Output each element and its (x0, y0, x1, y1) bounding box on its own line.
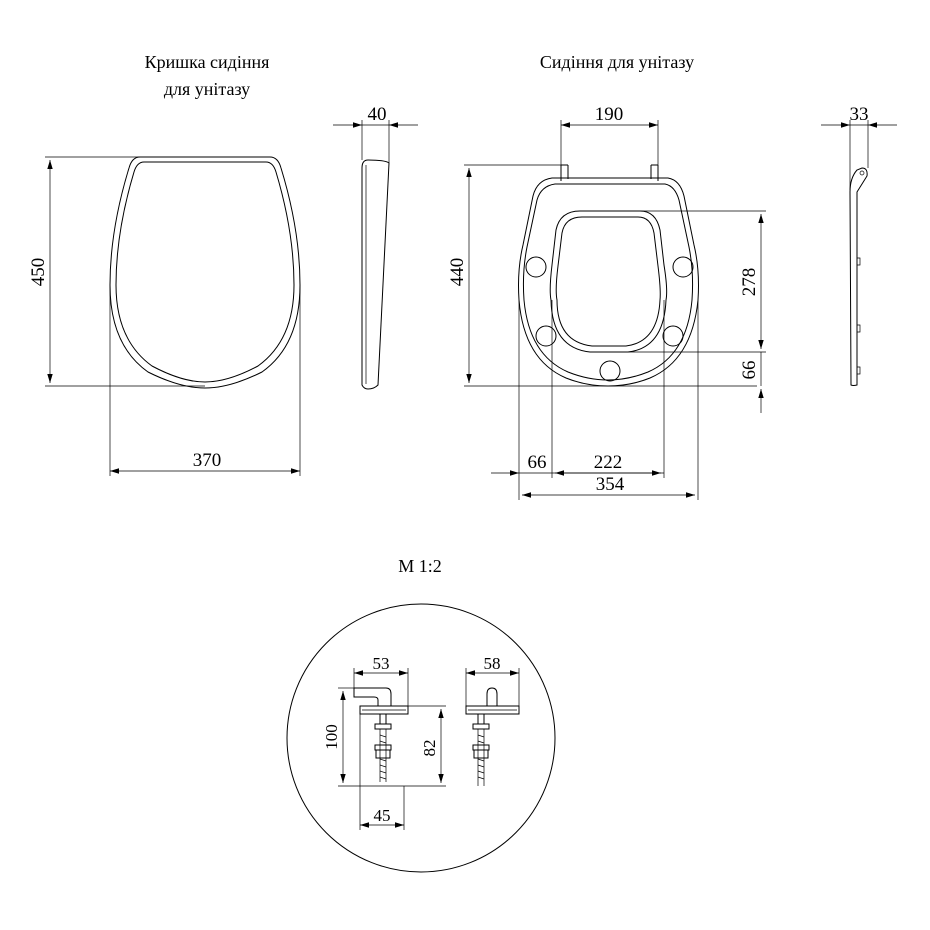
seat-height-label: 440 (447, 258, 468, 287)
lid-outline-outer (109, 156, 301, 389)
seat-side-bumpers (857, 257, 861, 375)
seat-left-offset-label: 66 (528, 452, 547, 473)
seat-thickness-label: 33 (850, 104, 869, 125)
lid-side-profile (361, 159, 390, 390)
seat-hinge-label: 190 (595, 104, 624, 125)
hinge-b-nut (472, 744, 490, 751)
seat-front-view: Сидіння для унітазу 190 440 278 (447, 52, 766, 500)
hinge-a-neck (379, 713, 387, 725)
hinge-a-nut2 (375, 749, 391, 759)
lid-outline-inner (115, 161, 295, 383)
seat-bumper (662, 325, 684, 347)
base-width-label: 45 (374, 806, 391, 825)
seat-opening-inner (555, 216, 661, 347)
seat-width-label: 354 (596, 474, 625, 495)
lid-side-view: 40 (333, 104, 418, 390)
lid-title-line2: для унітазу (164, 79, 250, 99)
seat-title: Сидіння для унітазу (540, 52, 694, 72)
hinge-a-washer (374, 723, 392, 730)
lid-front-view: Кришка сидіння для унітазу 450 370 (28, 52, 301, 476)
hinge-detail: М 1:2 53 100 82 45 (286, 556, 556, 873)
hinge-b-washer (472, 723, 490, 730)
hinge-b-width-label: 58 (484, 654, 501, 673)
hinge-b-neck (477, 713, 485, 725)
detail-circle (286, 603, 556, 873)
hinge-a-nut (374, 744, 392, 751)
seat-outline-outer-inner (522, 183, 694, 381)
lid-width-label: 370 (193, 450, 222, 471)
hinge-b-nut2 (473, 749, 489, 759)
hinge-a-bolt (379, 729, 387, 782)
scale-label: М 1:2 (398, 556, 442, 576)
seat-bumper (525, 256, 547, 278)
bolt-thread-label: 82 (420, 740, 439, 757)
seat-bumper (599, 360, 621, 382)
hinge-a (353, 687, 409, 782)
seat-bumper (535, 325, 557, 347)
hinge-b-pin (486, 687, 498, 706)
lid-thickness-label: 40 (368, 104, 387, 125)
seat-hinge-post-right (650, 164, 659, 181)
seat-hinge-post-left (560, 164, 569, 181)
seat-opening-length-label: 278 (739, 268, 760, 297)
lid-height-label: 450 (28, 258, 49, 287)
seat-side-view: 33 (821, 104, 897, 386)
seat-opening-outer (549, 210, 668, 353)
hinge-a-width-label: 53 (373, 654, 390, 673)
hinge-b (465, 687, 520, 786)
seat-bumper (672, 256, 694, 278)
seat-bottom-offset-label: 66 (739, 361, 760, 380)
lid-title-line1: Кришка сидіння (145, 52, 270, 72)
bolt-length-label: 100 (322, 724, 341, 750)
hinge-b-plate (465, 705, 520, 715)
seat-side-profile (849, 167, 868, 386)
seat-side-hinge-hole (859, 170, 865, 176)
seat-inner-width-label: 222 (594, 452, 623, 473)
hinge-a-top (353, 687, 392, 707)
